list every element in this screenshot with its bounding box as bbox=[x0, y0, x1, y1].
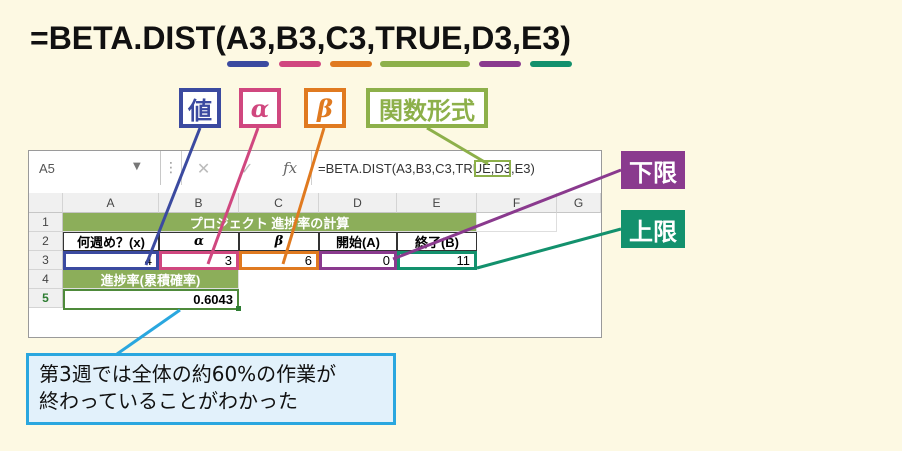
underline-true bbox=[380, 61, 470, 67]
corner-cell[interactable] bbox=[29, 193, 63, 213]
label-value: 値 bbox=[179, 88, 221, 128]
cell-e3[interactable]: 11 bbox=[397, 251, 477, 270]
label-alpha: α bbox=[239, 88, 281, 128]
label-function-form: 関数形式 bbox=[366, 88, 488, 128]
name-box[interactable]: A5 bbox=[29, 151, 161, 185]
column-header-g[interactable]: G bbox=[557, 193, 601, 213]
header-cell-alpha[interactable]: α bbox=[159, 232, 239, 251]
fill-handle[interactable] bbox=[236, 306, 241, 311]
row-header-5[interactable]: 5 bbox=[29, 289, 63, 308]
connector-alpha bbox=[206, 127, 260, 265]
true-highlight bbox=[474, 160, 511, 177]
column-header-d[interactable]: D bbox=[319, 193, 397, 213]
row-header-3[interactable]: 3 bbox=[29, 251, 63, 270]
callout-line-1: 第3週では全体の約60%の作業が bbox=[39, 362, 337, 386]
result-label-cell[interactable]: 進捗率(累積確率) bbox=[63, 270, 239, 289]
underline-upper bbox=[530, 61, 572, 67]
chevron-down-icon[interactable]: ▼ bbox=[133, 161, 141, 172]
connector-lower bbox=[392, 168, 622, 261]
spreadsheet-window: A5 ▼ ⋮ ✕ ✓ fx =BETA.DIST(A3,B3,C3,TRUE,D… bbox=[28, 150, 602, 338]
formula-title: =BETA.DIST(A3,B3,C3,TRUE,D3,E3) bbox=[30, 20, 571, 56]
label-upper-limit: 上限 bbox=[621, 210, 685, 248]
underline-lower bbox=[479, 61, 521, 67]
cell-b3[interactable]: 3 bbox=[159, 251, 239, 270]
cell-c3[interactable]: 6 bbox=[239, 251, 319, 270]
underline-alpha bbox=[279, 61, 321, 67]
cancel-icon[interactable]: ✕ bbox=[196, 158, 211, 178]
callout-line-2: 終わっていることがわかった bbox=[39, 389, 298, 413]
label-beta: β bbox=[304, 88, 346, 128]
cell-f1[interactable] bbox=[477, 213, 557, 232]
row-header-2[interactable]: 2 bbox=[29, 232, 63, 251]
label-lower-limit: 下限 bbox=[621, 151, 685, 189]
result-cell[interactable]: 0.6043 bbox=[63, 289, 239, 310]
connector-beta bbox=[281, 127, 326, 265]
insert-function-icon[interactable]: fx bbox=[283, 159, 298, 177]
grip-icon: ⋮ bbox=[164, 160, 178, 176]
column-header-e[interactable]: E bbox=[397, 193, 477, 213]
column-header-f[interactable]: F bbox=[477, 193, 557, 213]
header-cell-start[interactable]: 開始(A) bbox=[319, 232, 397, 251]
column-header-a[interactable]: A bbox=[63, 193, 159, 213]
connector-callout bbox=[116, 308, 181, 356]
underline-beta bbox=[330, 61, 372, 67]
underline-value bbox=[227, 61, 269, 67]
connector-function-form bbox=[426, 126, 489, 166]
row-header-1[interactable]: 1 bbox=[29, 213, 63, 232]
header-cell-beta[interactable]: β bbox=[239, 232, 319, 251]
formula-buttons: ✕ ✓ fx bbox=[181, 151, 312, 185]
cell-d3[interactable]: 0 bbox=[319, 251, 397, 270]
explanation-callout: 第3週では全体の約60%の作業が 終わっていることがわかった bbox=[26, 353, 396, 425]
header-cell-week[interactable]: 何週め？(x) bbox=[63, 232, 159, 251]
row-header-4[interactable]: 4 bbox=[29, 270, 63, 289]
title-cell[interactable]: プロジェクト 進捗率の計算 bbox=[63, 213, 477, 232]
connector-value bbox=[144, 127, 202, 266]
column-header-b[interactable]: B bbox=[159, 193, 239, 213]
connector-upper bbox=[476, 227, 622, 270]
enter-icon[interactable]: ✓ bbox=[239, 158, 254, 178]
